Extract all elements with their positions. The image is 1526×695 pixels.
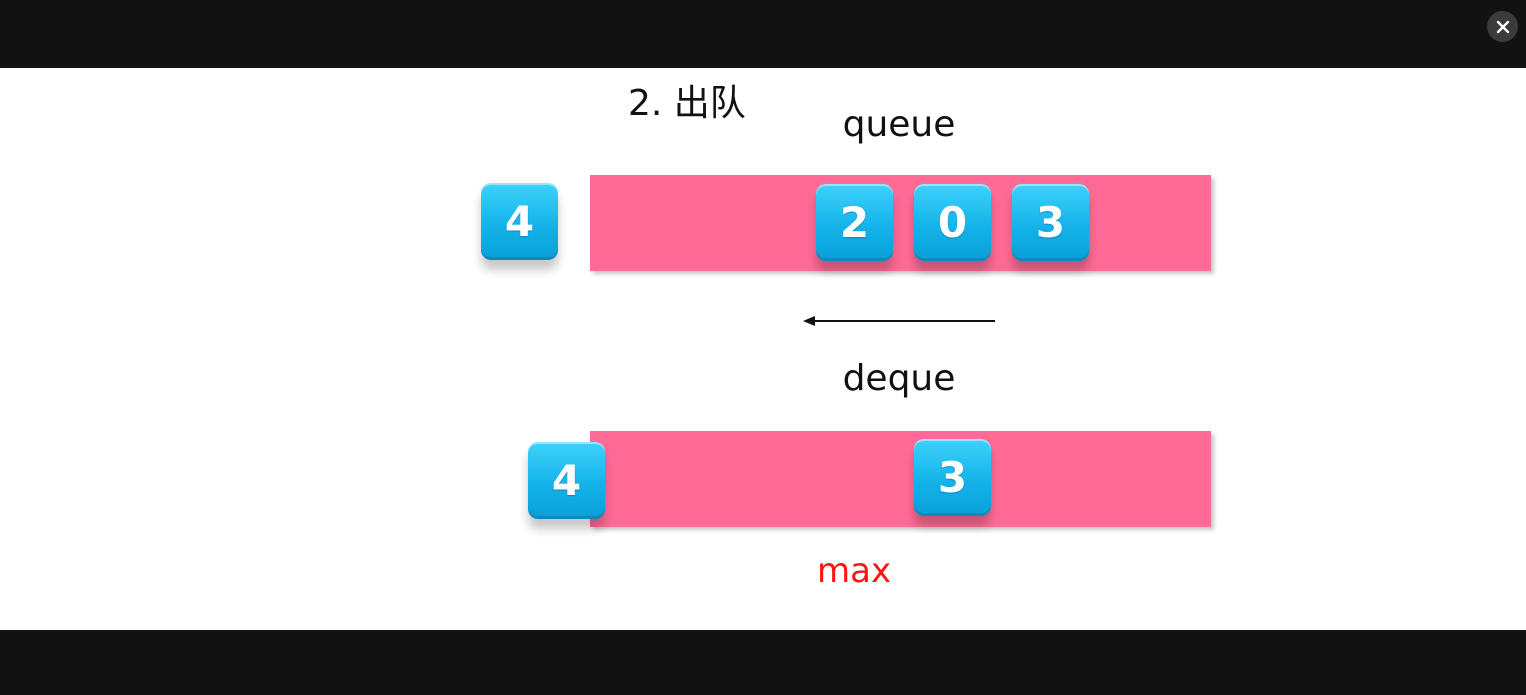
queue-tile-1: 2 [816, 184, 893, 261]
queue-track [590, 175, 1211, 271]
max-label: max [817, 551, 892, 591]
slide-title: 2. 出队 [628, 83, 746, 124]
queue-tile-3: 3 [1012, 184, 1089, 261]
close-icon [1496, 20, 1509, 33]
close-button[interactable] [1487, 11, 1518, 42]
arrow-left-icon [803, 316, 995, 326]
deque-label: deque [842, 358, 956, 399]
queue-removed-tile: 4 [481, 183, 558, 260]
deque-tile-1: 3 [914, 439, 991, 516]
deque-track [590, 431, 1211, 527]
queue-tile-2: 0 [914, 184, 991, 261]
queue-label: queue [842, 104, 956, 145]
deque-removed-tile: 4 [528, 442, 605, 519]
slide-image: 2. 出队 queue 4 2 0 3 deque 4 3 max [0, 68, 1526, 630]
